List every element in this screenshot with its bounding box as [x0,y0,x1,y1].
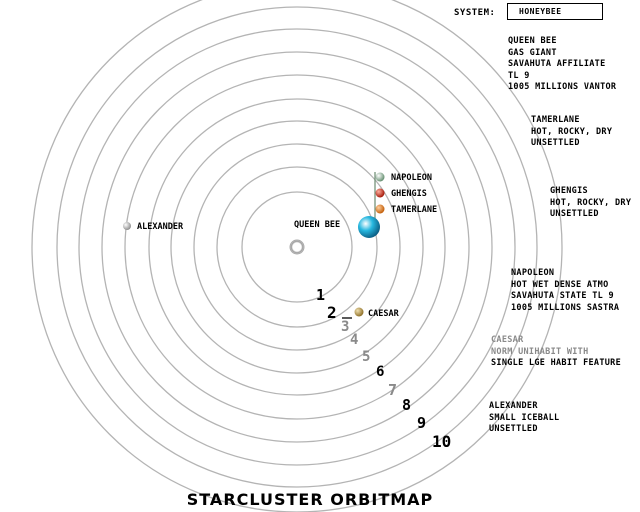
system-center-marker [289,239,305,255]
orbit-ring-6 [124,74,470,420]
queen-bee-info-line: SAVAHUTA AFFILIATE [508,59,606,69]
orbit-ring-4 [170,120,424,374]
orbit-number-2: 2 [327,303,337,322]
tamerlane-info-line: UNSETTLED [531,138,580,148]
queen-bee-info-line: TL 9 [508,70,530,81]
orbit-number-7: 7 [388,381,397,399]
orbit-number-4: 4 [350,332,358,348]
orbit-ring-8 [78,28,516,466]
napoleon-info-line: 1005 MILLIONS SASTRA [511,302,620,313]
orbit-ring-9 [56,6,538,488]
alexander-info-line: UNSETTLED [489,424,538,434]
orbit-number-9: 9 [417,414,426,432]
orbit-number-5: 5 [362,349,370,365]
queen-bee-info-line: QUEEN BEE [508,36,557,46]
orbit-rings [31,0,563,512]
caesar-info-line: NORM UNIHABIT WITH [491,346,589,357]
tamerlane-info-line: HOT, ROCKY, DRY [531,126,613,137]
alexander-planet-icon[interactable] [123,222,131,230]
alexander-info-line: ALEXANDER [489,401,538,411]
tamerlane-label: TAMERLANE [391,205,437,215]
caesar-info-line: CAESAR [491,335,524,345]
tamerlane-planet-icon[interactable] [375,204,385,214]
napoleon-info-line: HOT WET DENSE ATMO [511,279,609,290]
ghengis-label: GHENGIS [391,189,427,199]
napoleon-label: NAPOLEON [391,173,432,183]
queen-bee-label: QUEEN BEE [294,220,340,230]
orbit-number-10: 10 [432,432,451,451]
caesar-label: CAESAR [368,309,400,319]
ghengis-info-line: GHENGIS [550,186,588,196]
ghengis-info-line: HOT, ROCKY, DRY [550,197,632,208]
alexander-label: ALEXANDER [137,222,184,232]
orbit-ring-5 [148,98,446,396]
orbit-number-3: 3 [341,319,349,335]
caesar-planet-icon[interactable] [354,307,364,317]
orbit-number-8: 8 [402,396,411,414]
orbit-ring-1 [241,191,353,303]
system-label: SYSTEM: [454,8,496,18]
caesar-info-line: SINGLE LGE HABIT FEATURE [491,358,622,368]
queen-bee-planet-icon[interactable] [358,216,380,238]
orbit-number-1: 1 [316,286,325,304]
system-name-field[interactable]: HONEYBEE [507,3,603,20]
ghengis-planet-icon[interactable] [375,188,385,198]
napoleon-info-line: NAPOLEON [511,268,555,278]
orbit-ring-3 [193,143,401,351]
orbit-ring-7 [101,51,493,443]
ghengis-info-line: UNSETTLED [550,209,599,219]
napoleon-info-line: SAVAHUTA STATE TL 9 [511,291,614,301]
napoleon-planet-icon[interactable] [375,172,385,182]
page-title: STARCLUSTER ORBITMAP [186,490,434,509]
orbit-number-6: 6 [376,364,384,380]
orbit-ring-2 [216,166,378,328]
queen-bee-info-line: 1005 MILLIONS VANTOR [508,82,617,92]
tamerlane-info-line: TAMERLANE [531,115,580,125]
orbit-ring-10 [31,0,563,512]
alexander-info-line: SMALL ICEBALL [489,412,560,423]
queen-bee-info-line: GAS GIANT [508,47,557,58]
